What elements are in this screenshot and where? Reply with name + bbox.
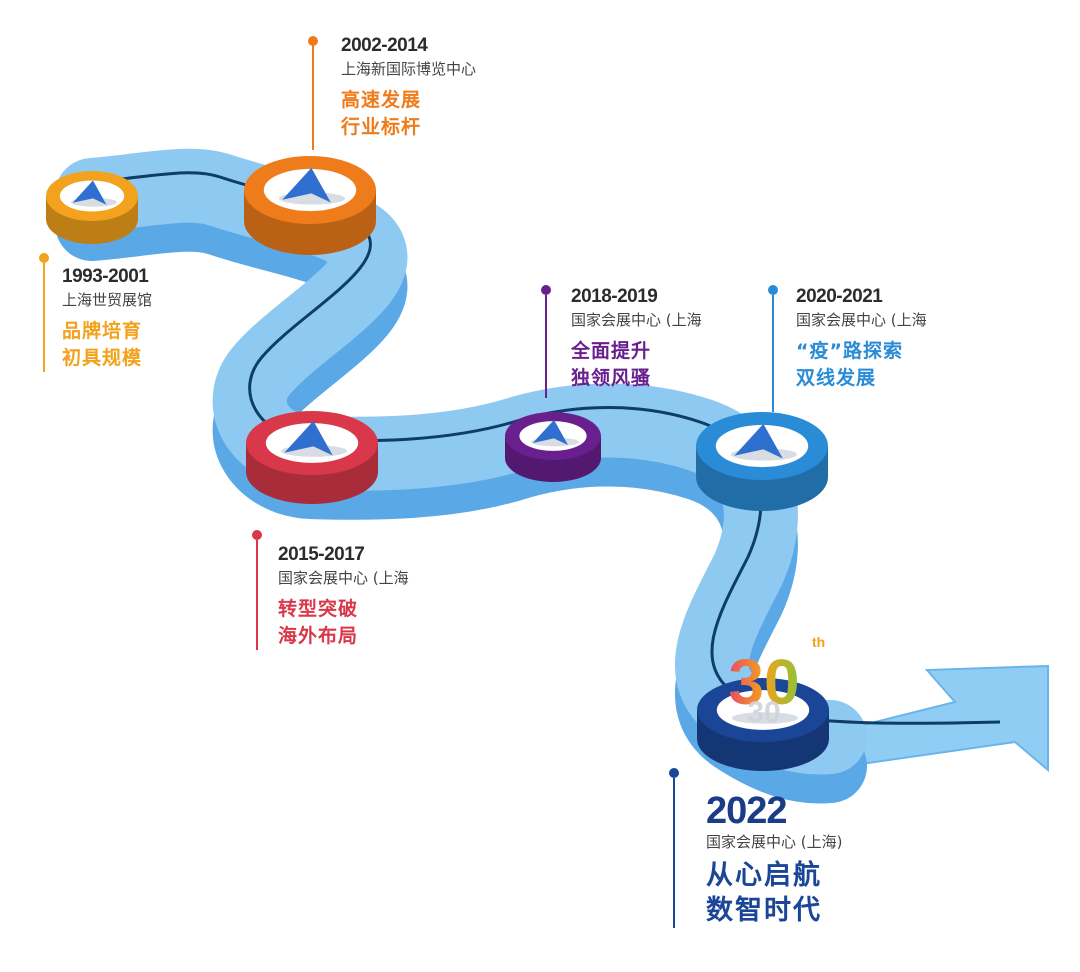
navigation-arrow-icon xyxy=(282,167,331,203)
station-ring-2015 xyxy=(246,411,378,504)
milestone-dot xyxy=(768,285,778,295)
milestone-year: 2002-2014 xyxy=(341,35,428,56)
milestone-line xyxy=(312,45,314,150)
milestone-year: 2018-2019 xyxy=(571,286,658,307)
station-ring-2018 xyxy=(505,412,601,482)
svg-text:th: th xyxy=(812,634,825,650)
milestone-venue: 国家会展中心 (上海) xyxy=(706,833,843,851)
slogan-line: 从心启航 xyxy=(706,860,822,891)
milestone-line xyxy=(545,295,547,398)
milestone-line xyxy=(256,540,258,650)
milestone-dot xyxy=(541,285,551,295)
slogan-line: 转型突破 xyxy=(278,598,359,620)
slogan-line: 高速发展 xyxy=(341,89,422,111)
slogan-line: 海外布局 xyxy=(278,625,359,647)
svg-text:30: 30 xyxy=(747,696,780,729)
station-ring-1993 xyxy=(46,171,138,244)
svg-text:30: 30 xyxy=(728,646,799,718)
milestone-slogan: 从心启航 数智时代 xyxy=(706,858,842,928)
station-ring-2020 xyxy=(696,412,828,511)
milestone-slogan: 转型突破 海外布局 xyxy=(278,596,409,650)
milestone-slogan: 品牌培育 初具规模 xyxy=(62,318,152,372)
slogan-line: 双线发展 xyxy=(796,367,877,389)
milestone-year: 1993-2001 xyxy=(62,266,149,287)
milestone-line xyxy=(772,295,774,412)
milestone-dot xyxy=(39,253,49,263)
slogan-line: 全面提升 xyxy=(571,340,652,362)
milestone-slogan: “疫”路探索 双线发展 xyxy=(796,338,927,392)
slogan-line: “疫”路探索 xyxy=(796,340,903,362)
station-ring-2022 xyxy=(697,678,829,771)
milestone-venue: 上海新国际博览中心 xyxy=(341,60,477,78)
navigation-arrow-icon xyxy=(532,419,569,446)
milestone-slogan: 全面提升 独领风骚 xyxy=(571,338,702,392)
milestone-year: 2020-2021 xyxy=(796,286,883,307)
milestone-line xyxy=(43,262,45,372)
slogan-line: 品牌培育 xyxy=(62,320,143,342)
milestone-dot xyxy=(669,768,679,778)
milestone-dot xyxy=(308,36,318,46)
anniversary-30-mark: 30 th 30 xyxy=(728,634,825,729)
navigation-arrow-icon xyxy=(284,420,333,456)
navigation-arrow-icon xyxy=(734,423,783,459)
milestone-venue: 国家会展中心 (上海 xyxy=(796,311,927,329)
marker-shadow xyxy=(732,712,798,724)
slogan-line: 初具规模 xyxy=(62,347,143,369)
navigation-arrow-icon xyxy=(72,180,107,205)
slogan-line: 数智时代 xyxy=(706,895,822,926)
milestone-line xyxy=(673,778,675,928)
slogan-line: 独领风骚 xyxy=(571,367,652,389)
slogan-line: 行业标杆 xyxy=(341,116,422,138)
milestone-year: 2015-2017 xyxy=(278,544,365,565)
milestone-venue: 国家会展中心 (上海 xyxy=(571,311,702,329)
milestone-venue: 国家会展中心 (上海 xyxy=(278,569,409,587)
milestone-dot xyxy=(252,530,262,540)
station-ring-2002 xyxy=(244,156,376,255)
milestone-venue: 上海世贸展馆 xyxy=(62,291,153,309)
milestone-slogan: 高速发展 行业标杆 xyxy=(341,87,476,141)
milestone-year: 2022 xyxy=(706,790,788,832)
